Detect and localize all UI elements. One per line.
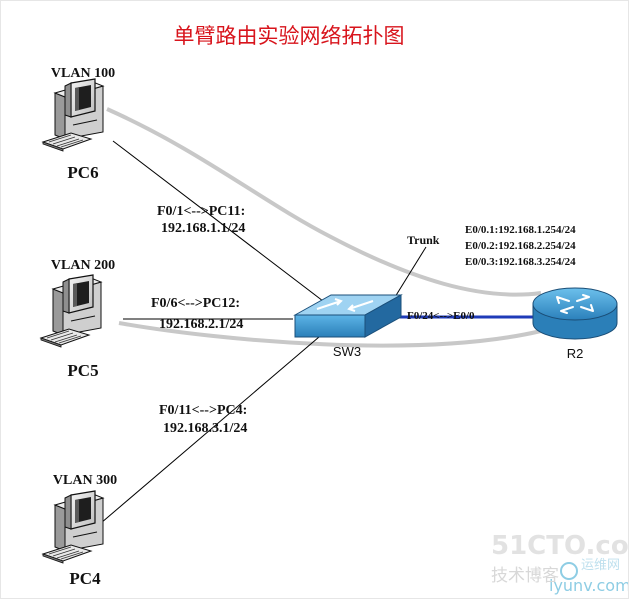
pc-name-pc6: PC6 <box>67 163 98 182</box>
watermark-logo-icon <box>560 562 578 580</box>
link-pc4-sw3 <box>100 336 320 524</box>
router-subif-2: E0/0.2:192.168.2.254/24 <box>465 240 576 252</box>
link-ports-pc6: F0/1<-->PC11: <box>157 204 245 219</box>
link-ip-pc5: 192.168.2.1/24 <box>159 317 243 332</box>
pc6-icon <box>42 78 104 152</box>
switch-icon <box>293 294 403 338</box>
trunk-ports-label: F0/24<-->E0/0 <box>407 310 475 322</box>
link-ip-pc4: 192.168.3.1/24 <box>163 421 247 436</box>
bundle-curve-pc6 <box>106 107 542 297</box>
watermark-site-url: iyunv.com <box>549 576 629 595</box>
bundle-curve-pc5 <box>118 321 542 348</box>
watermark-slogan: 技术博客 <box>491 566 559 586</box>
link-ports-pc4: F0/11<-->PC4: <box>159 403 247 418</box>
router-icon <box>532 287 618 340</box>
switch-name: SW3 <box>333 344 361 359</box>
link-ports-pc5: F0/6<-->PC12: <box>151 296 240 311</box>
vlan-label-pc6: VLAN 100 <box>51 66 115 81</box>
link-pc6-sw3 <box>112 140 324 302</box>
router-subif-1: E0/0.1:192.168.1.254/24 <box>465 224 576 236</box>
diagram-title: 单臂路由实验网络拓扑图 <box>174 24 405 48</box>
vlan-label-pc4: VLAN 300 <box>53 473 117 488</box>
pc5-icon <box>40 274 102 348</box>
watermark-brand: 51CTO.com <box>491 531 629 561</box>
vlan-label-pc5: VLAN 200 <box>51 258 115 273</box>
watermark-site-cn: 运维网 <box>581 558 620 573</box>
link-ip-pc6: 192.168.1.1/24 <box>161 221 245 236</box>
router-name: R2 <box>567 346 584 361</box>
router-subif-3: E0/0.3:192.168.3.254/24 <box>465 256 576 268</box>
pc4-icon <box>42 490 104 564</box>
pc-name-pc4: PC4 <box>69 569 101 588</box>
pc-name-pc5: PC5 <box>67 361 98 380</box>
watermark: 51CTO.com 技术博客 运维网 iyunv.com <box>491 531 629 595</box>
trunk-label: Trunk <box>407 233 440 247</box>
trunk-callout-line <box>394 246 427 298</box>
